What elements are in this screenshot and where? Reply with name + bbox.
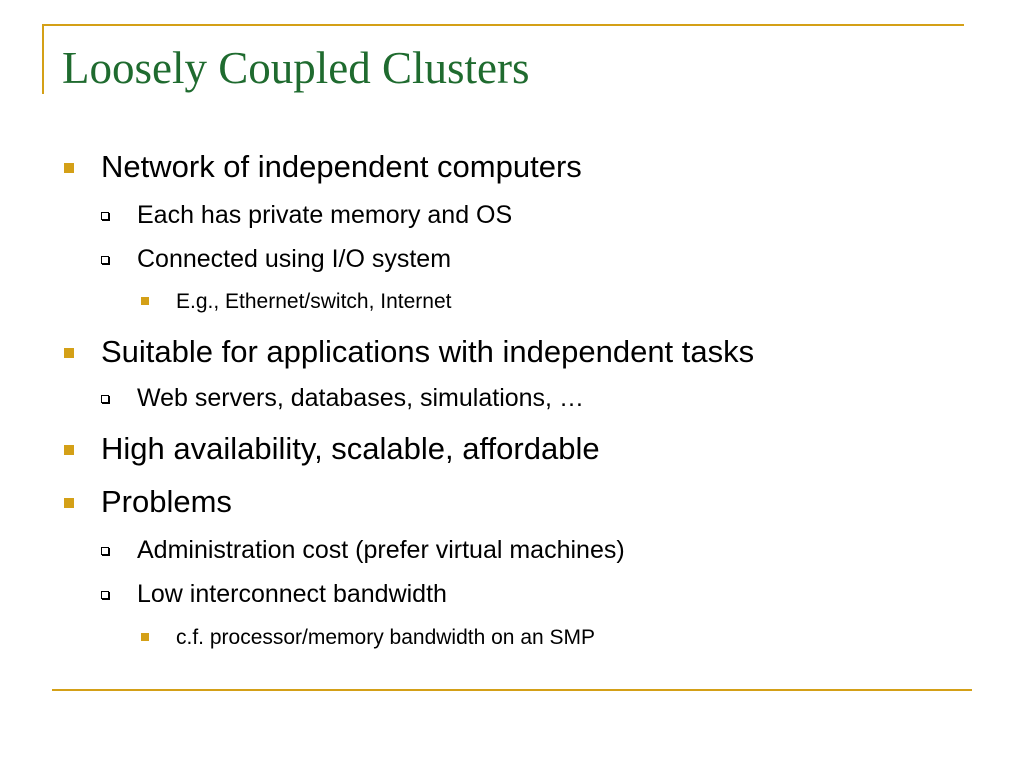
bullet-text: High availability, scalable, affordable (101, 431, 600, 466)
square-bullet-icon (64, 348, 74, 358)
left-rule (42, 24, 44, 94)
bullet-text: Network of independent computers (101, 149, 582, 184)
slide-title: Loosely Coupled Clusters (62, 43, 530, 93)
square-bullet-icon (64, 445, 74, 455)
square-bullet-icon (64, 498, 74, 508)
hollow-square-bullet-icon (101, 212, 109, 220)
bullet-text: c.f. processor/memory bandwidth on an SM… (176, 626, 596, 649)
bullet-text: Each has private memory and OS (137, 201, 513, 229)
hollow-square-bullet-icon (101, 395, 109, 403)
square-bullet-icon (141, 633, 149, 641)
bottom-rule (52, 689, 972, 691)
bullet-text: Connected using I/O system (137, 245, 452, 273)
bullet-text: Suitable for applications with independe… (101, 334, 755, 369)
bullet-text: Web servers, databases, simulations, … (137, 384, 584, 412)
bullet-text: E.g., Ethernet/switch, Internet (176, 290, 452, 313)
top-rule (42, 24, 964, 26)
hollow-square-bullet-icon (101, 256, 109, 264)
bullet-text: Administration cost (prefer virtual mach… (137, 536, 625, 564)
hollow-square-bullet-icon (101, 547, 109, 555)
bullet-text: Low interconnect bandwidth (137, 580, 447, 608)
square-bullet-icon (141, 297, 149, 305)
bullet-text: Problems (101, 484, 232, 519)
hollow-square-bullet-icon (101, 591, 109, 599)
square-bullet-icon (64, 163, 74, 173)
